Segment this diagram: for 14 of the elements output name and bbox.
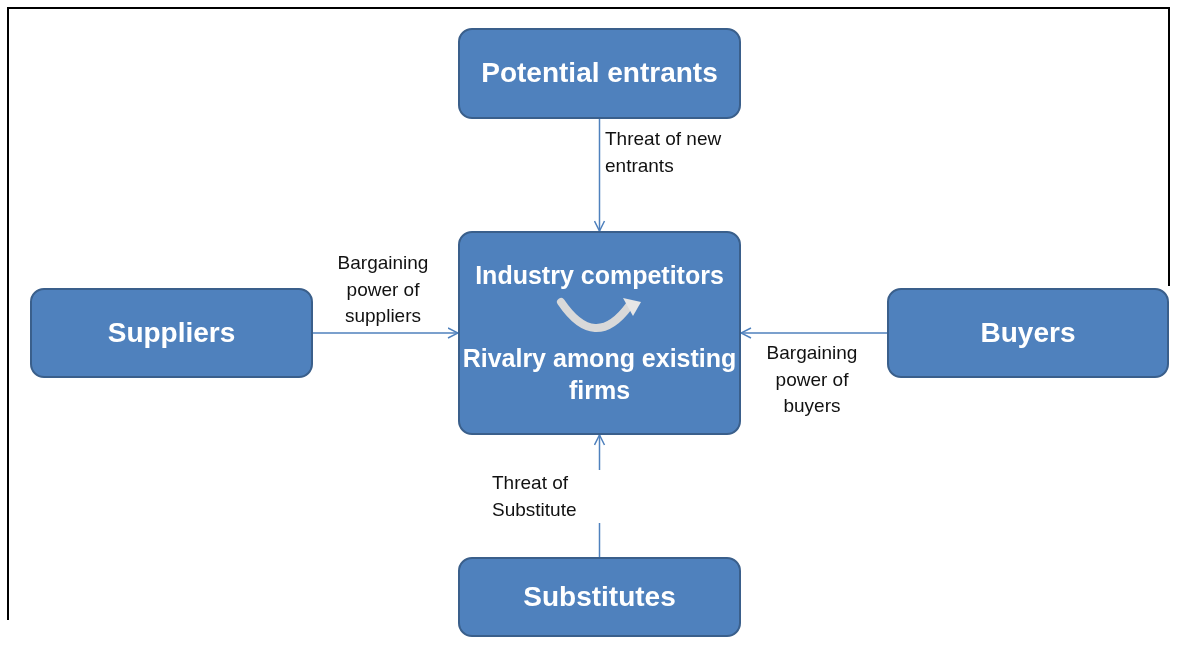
arrow (740, 327, 888, 339)
arrow (312, 327, 459, 339)
box-title: Suppliers (107, 315, 236, 350)
force-box (30, 288, 313, 378)
box-title: Buyers (980, 315, 1076, 350)
force-box (458, 28, 741, 119)
force-box (458, 557, 741, 637)
box-subheading: Rivalry among existing firms (461, 342, 738, 407)
arrow (593, 118, 606, 232)
force-box (458, 231, 741, 435)
box-title: Substitutes (523, 579, 676, 614)
box-heading: Industry competitors (475, 260, 724, 292)
force-box (887, 288, 1169, 378)
box-title: Potential entrants (481, 56, 718, 91)
